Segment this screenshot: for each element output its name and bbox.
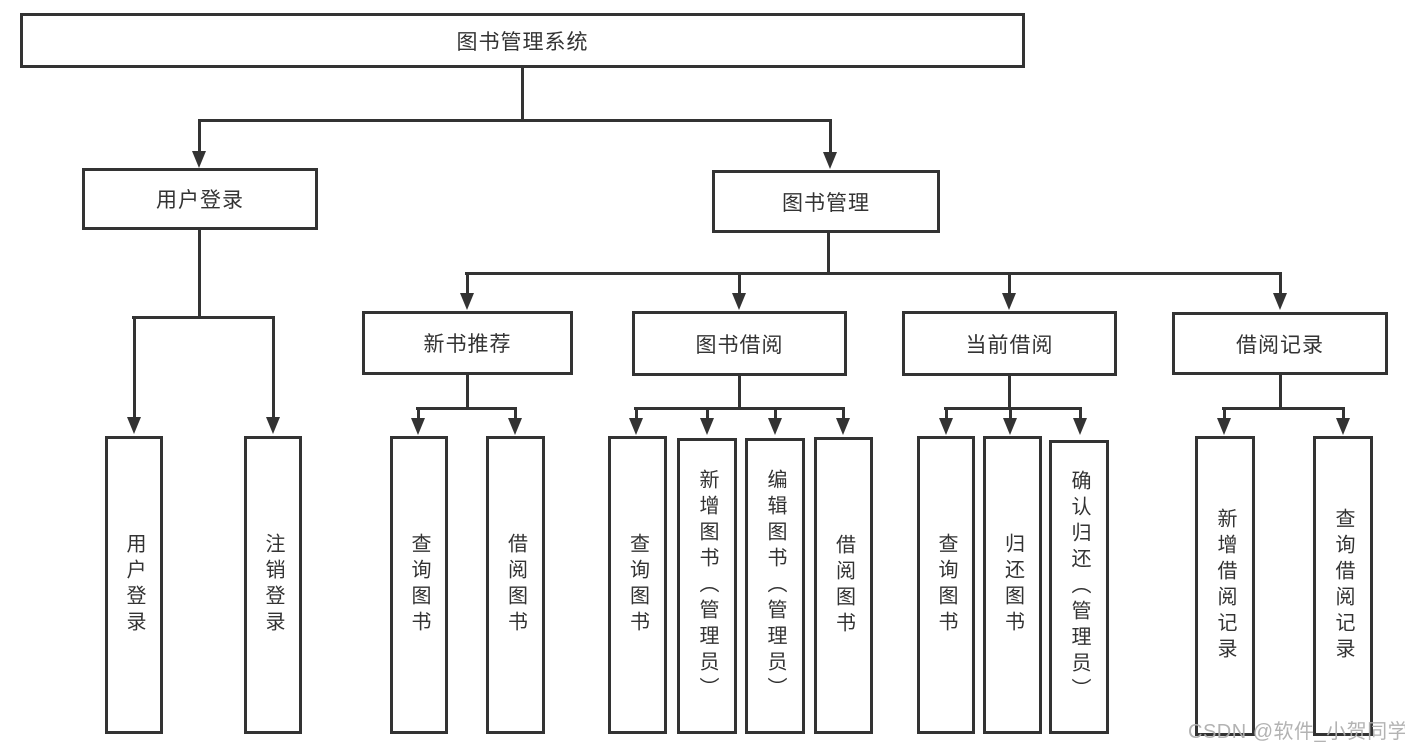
connector-group2-shaft [706, 407, 709, 418]
connector-group2-vline [738, 376, 741, 407]
arrowhead-down [836, 418, 850, 435]
connector-group1-shaft [514, 407, 517, 418]
arrowhead-down [508, 418, 522, 435]
connector-group3-hline [944, 407, 1082, 410]
arrowhead-down [127, 417, 141, 434]
connector-group1-vline [466, 375, 469, 407]
leaf-cb-return-books: 归还图书 [983, 436, 1042, 734]
connector-level2-hline [465, 272, 1282, 275]
connector-book-borrowing-shaft [738, 272, 741, 293]
leaf-bb-query-books: 查询图书 [608, 436, 667, 734]
arrowhead-down [768, 418, 782, 435]
connector-group4-shaft [1223, 407, 1226, 418]
node-book-management: 图书管理 [712, 170, 940, 233]
arrowhead-down [823, 152, 837, 169]
connector-group3-vline [1008, 376, 1011, 407]
connector-new-book-rec-shaft [466, 272, 469, 293]
connector-borrowing-records-shaft [1279, 272, 1282, 293]
leaf-user-login: 用户登录 [105, 436, 163, 734]
leaf-bb-add-books-admin: 新增图书（管理员） [677, 438, 737, 734]
csdn-watermark: CSDN @软件_小贺同学 [1188, 721, 1405, 743]
connector-group2-shaft [842, 407, 845, 418]
leaf-rec-borrow-books: 借阅图书 [486, 436, 545, 734]
connector-group4-shaft [1342, 407, 1345, 418]
arrowhead-down [1217, 418, 1231, 435]
leaf-bb-borrow-books: 借阅图书 [814, 437, 873, 734]
connector-user-login-shaft [198, 119, 201, 151]
arrowhead-down [266, 417, 280, 434]
node-current-borrowing: 当前借阅 [902, 311, 1117, 376]
leaf-br-add-borrow-record: 新增借阅记录 [1195, 436, 1255, 736]
connector-user-login-hline [132, 316, 275, 319]
leaf-cb-confirm-return-admin: 确认归还（管理员） [1049, 440, 1109, 734]
connector-level1-hline [198, 119, 832, 122]
node-user-login: 用户登录 [82, 168, 318, 230]
arrowhead-down [1273, 293, 1287, 310]
arrowhead-down [939, 418, 953, 435]
arrowhead-down [411, 418, 425, 435]
arrowhead-down [460, 293, 474, 310]
node-new-book-recommendation: 新书推荐 [362, 311, 573, 375]
arrowhead-down [1336, 418, 1350, 435]
connector-current-borrowing-shaft [1008, 272, 1011, 293]
arrowhead-down [1002, 293, 1016, 310]
arrowhead-down [700, 418, 714, 435]
leaf-bb-edit-books-admin: 编辑图书（管理员） [745, 438, 805, 734]
connector-group2-shaft [635, 407, 638, 418]
connector-leaf-logout-shaft [272, 316, 275, 417]
connector-group1-shaft [417, 407, 420, 418]
connector-group4-hline [1222, 407, 1345, 410]
connector-user-login-vline [198, 230, 201, 316]
connector-group2-shaft [774, 407, 777, 418]
arrowhead-down [1003, 418, 1017, 435]
connector-book-management-vline [827, 233, 830, 272]
arrowhead-down [1073, 418, 1087, 435]
connector-group3-shaft [1079, 407, 1082, 418]
connector-group4-vline [1279, 375, 1282, 407]
node-book-borrowing: 图书借阅 [632, 311, 847, 376]
arrowhead-down [629, 418, 643, 435]
leaf-br-query-borrow-record: 查询借阅记录 [1313, 436, 1373, 736]
connector-leaf-user-login-shaft [133, 316, 136, 417]
connector-group3-shaft [945, 407, 948, 418]
node-borrowing-records: 借阅记录 [1172, 312, 1388, 375]
connector-group1-hline [416, 407, 517, 410]
leaf-rec-query-books: 查询图书 [390, 436, 448, 734]
arrowhead-down [192, 151, 206, 168]
arrowhead-down [732, 293, 746, 310]
leaf-logout: 注销登录 [244, 436, 302, 734]
connector-book-management-shaft [829, 119, 832, 152]
node-library-management-system: 图书管理系统 [20, 13, 1025, 68]
connector-root-vline [521, 68, 524, 119]
connector-group3-shaft [1009, 407, 1012, 418]
connector-group2-hline [634, 407, 845, 410]
leaf-cb-query-books: 查询图书 [917, 436, 975, 734]
